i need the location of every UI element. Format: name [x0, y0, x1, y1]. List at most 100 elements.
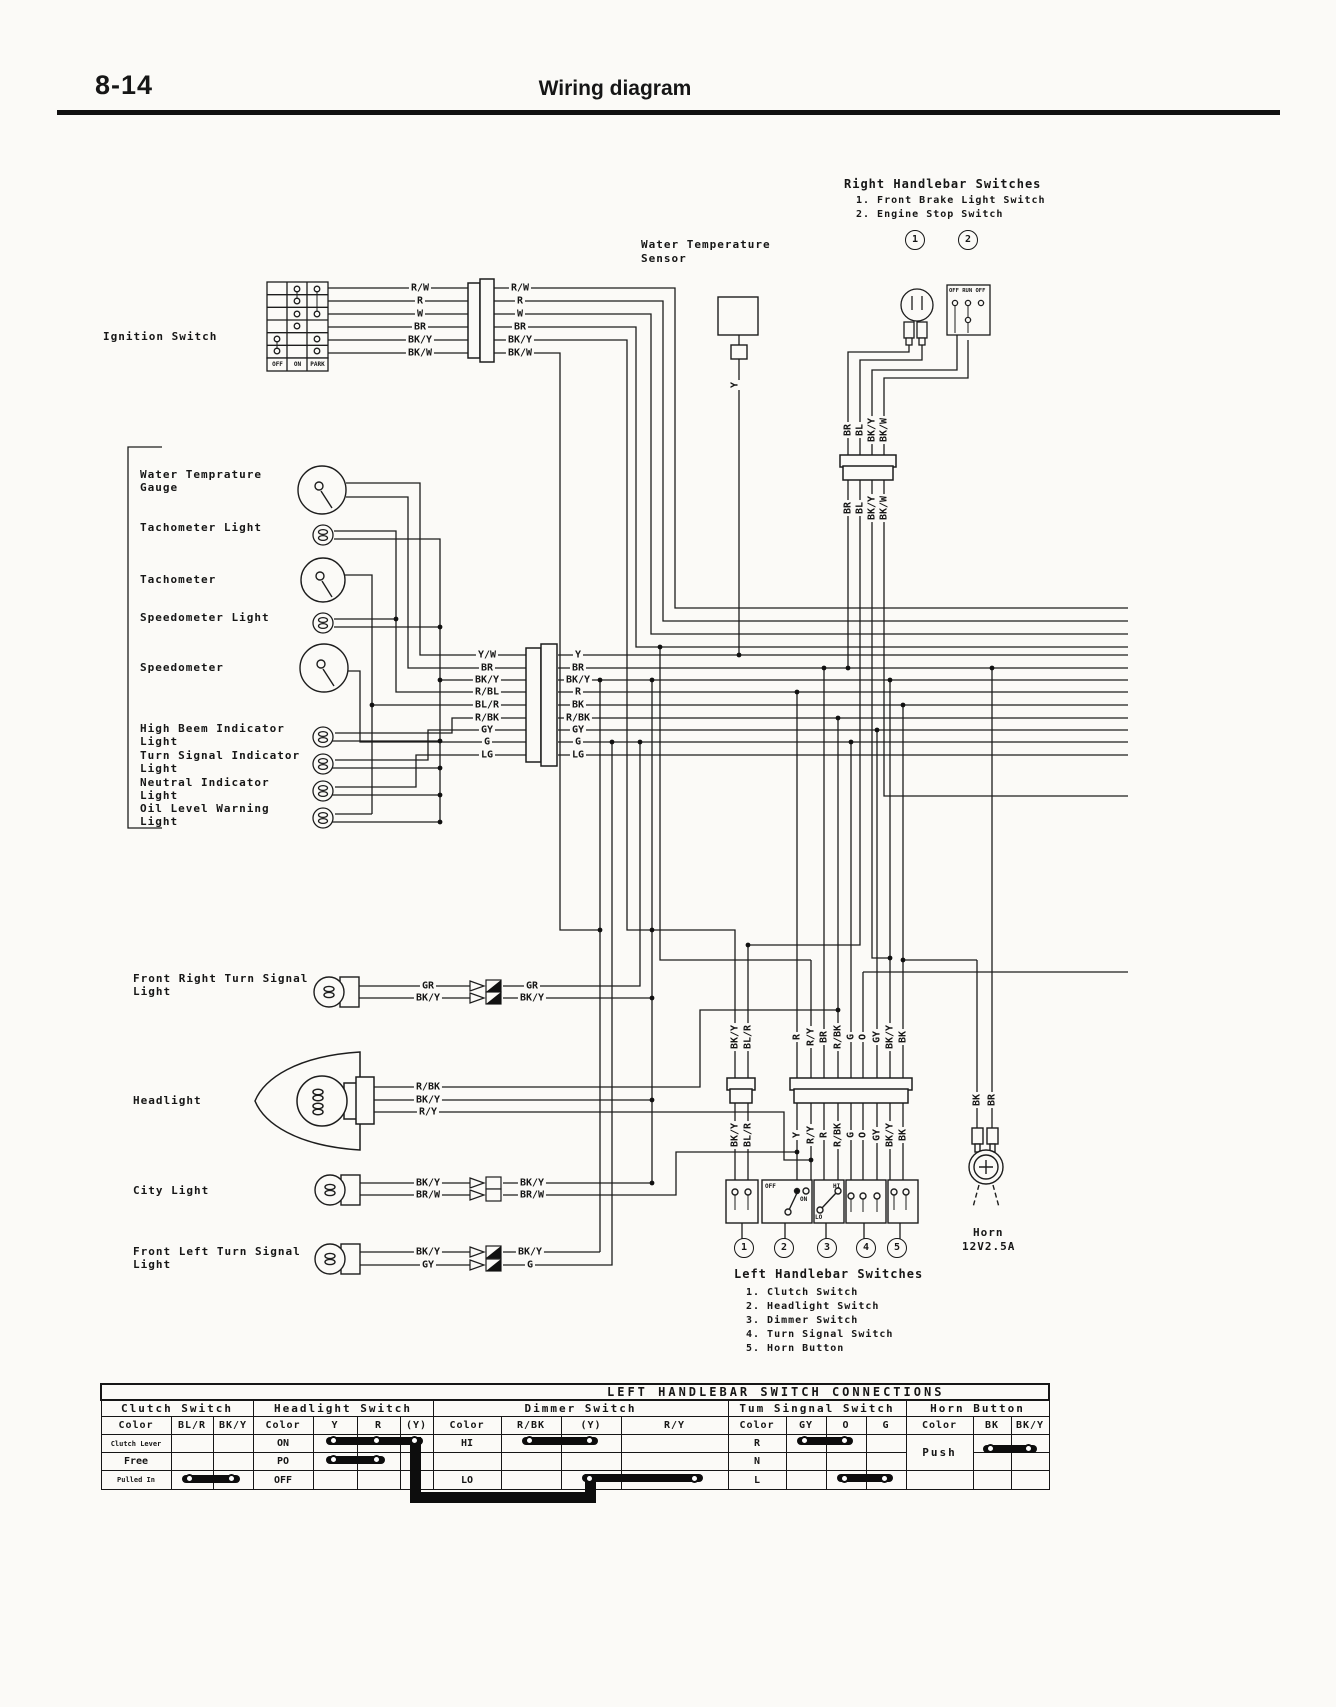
wire-label: BK — [897, 1028, 909, 1046]
wire-label: R — [818, 1129, 830, 1141]
badge-clutch-switch: 1 — [734, 1238, 754, 1258]
wire-label: BR/W — [413, 1189, 443, 1201]
badge-dimmer-switch: 3 — [817, 1238, 837, 1258]
wire-label: G — [845, 1031, 857, 1043]
row-label: OFF — [252, 1470, 314, 1490]
wire-label: BK — [897, 1126, 909, 1144]
horn-rating: 12V2.5A — [962, 1240, 1016, 1253]
city-light-symbol — [314, 1174, 361, 1206]
col-header: (Y) — [399, 1416, 434, 1435]
badge-brake-switch: 1 — [905, 230, 925, 250]
wire-label: BK/Y — [405, 334, 435, 346]
page-number: 8-14 — [95, 70, 154, 100]
col-header: Color — [905, 1416, 974, 1435]
col-header: Y — [312, 1416, 358, 1435]
group-turn: Tum Singnal Switch — [727, 1399, 907, 1417]
col-header: BK/Y — [1010, 1416, 1050, 1435]
wire-label: BK/W — [878, 415, 890, 445]
wire-label: BK/Y — [729, 1022, 741, 1052]
wire-label: BR — [842, 499, 854, 517]
wire-label: R/W — [408, 282, 432, 294]
ignition-pos-off: OFF — [272, 361, 283, 368]
wire-label: GR — [523, 980, 541, 992]
wire-label: BR — [511, 321, 529, 333]
group-headlight: Headlight Switch — [252, 1399, 434, 1417]
wire-label: BK/Y — [472, 674, 502, 686]
wire-label: BK/Y — [515, 1246, 545, 1258]
wire-label: R — [572, 686, 584, 698]
meter-label-oil-warning: Oil Level Warning Light — [140, 802, 270, 828]
wire-label: BK/Y — [413, 1177, 443, 1189]
wire-label: O — [857, 1129, 869, 1141]
row-label-push: Push — [905, 1434, 974, 1471]
col-header: O — [825, 1416, 867, 1435]
wire-label: W — [414, 308, 426, 320]
meter-label-tachometer-light: Tachometer Light — [140, 521, 262, 534]
page-title: Wiring diagram — [538, 77, 692, 100]
wire-label: G — [524, 1259, 536, 1271]
wire-label: R/BK — [832, 1120, 844, 1150]
table-row: Pulled In OFF LO L — [100, 1470, 1050, 1490]
wire-label: R/Y — [805, 1025, 817, 1049]
wire-label: BR — [569, 662, 587, 674]
engine-stop-positions: OFF RUN OFF — [949, 288, 986, 294]
wire-label: Y — [729, 379, 741, 391]
box3-hi: HI — [833, 1183, 841, 1190]
wire-label: BL/R — [472, 699, 502, 711]
table-title-row: LEFT HANDLEBAR SWITCH CONNECTIONS — [99, 1383, 1051, 1401]
wire-label: BK/Y — [884, 1120, 896, 1150]
box2-on: ON — [800, 1196, 808, 1203]
meter-connector-symbol — [525, 643, 558, 767]
wire-label: BK/Y — [884, 1022, 896, 1052]
front-left-signal-symbol — [314, 1243, 361, 1275]
wire-label: Y/W — [475, 649, 499, 661]
wire-label: BK/Y — [413, 1246, 443, 1258]
bullet-connectors — [469, 979, 502, 1272]
wire-label: BR — [986, 1091, 998, 1109]
wire-label: GY — [871, 1126, 883, 1144]
meter-label-tachometer: Tachometer — [140, 573, 217, 586]
wire-label: BK — [569, 699, 587, 711]
wire-label: BK/W — [405, 347, 435, 359]
col-header: R — [356, 1416, 401, 1435]
ignition-pos-park: PARK — [310, 361, 325, 368]
wire-label: R/W — [508, 282, 532, 294]
left-handlebar-title: Left Handlebar Switches — [734, 1267, 924, 1281]
wire-label: G — [481, 736, 493, 748]
left-handlebar-item-4: 4. Turn Signal Switch — [746, 1329, 894, 1340]
wire-label: BK/Y — [517, 1177, 547, 1189]
box3-lo: LO — [815, 1214, 823, 1221]
wire-label: R/BL — [472, 686, 502, 698]
wire-label: R/Y — [416, 1106, 440, 1118]
wire-label: BL/R — [742, 1120, 754, 1150]
headlight-symbol — [254, 1051, 375, 1151]
wire-label: Y — [572, 649, 584, 661]
meter-label-water-temp-gauge: Water Temprature Gauge — [140, 468, 262, 494]
col-header: Color — [100, 1416, 172, 1435]
wire-label: BR/W — [517, 1189, 547, 1201]
horn-symbol — [968, 1127, 1004, 1208]
left-handlebar-connectors — [726, 1077, 913, 1104]
wire-label: R/BK — [413, 1081, 443, 1093]
meter-label-speedometer: Speedometer — [140, 661, 224, 674]
wire-label: LG — [569, 749, 587, 761]
left-handlebar-item-5: 5. Horn Button — [746, 1343, 845, 1354]
meter-label-speedometer-light: Speedometer Light — [140, 611, 270, 624]
ignition-connector — [467, 278, 495, 363]
col-header: R/BK — [500, 1416, 562, 1435]
speedometer-symbol — [299, 643, 349, 693]
table-header-row: Color BL/R BK/Y Color Y R (Y) Color R/BK… — [100, 1416, 1050, 1435]
wire-label: GY — [569, 724, 587, 736]
front-left-signal-label: Front Left Turn Signal Light — [133, 1245, 301, 1271]
row-label: Free — [100, 1452, 172, 1471]
wire-label: R/Y — [805, 1123, 817, 1147]
wire-label: BR — [411, 321, 429, 333]
water-temp-sensor-symbol — [717, 296, 759, 360]
engine-stop-switch-symbol — [946, 284, 991, 336]
col-header: G — [865, 1416, 907, 1435]
wire-label: GY — [478, 724, 496, 736]
col-header: BL/R — [170, 1416, 214, 1435]
wire-label: BK/W — [505, 347, 535, 359]
wire-label: GY — [419, 1259, 437, 1271]
switch-connection-table: LEFT HANDLEBAR SWITCH CONNECTIONS Clutch… — [99, 1383, 1051, 1490]
